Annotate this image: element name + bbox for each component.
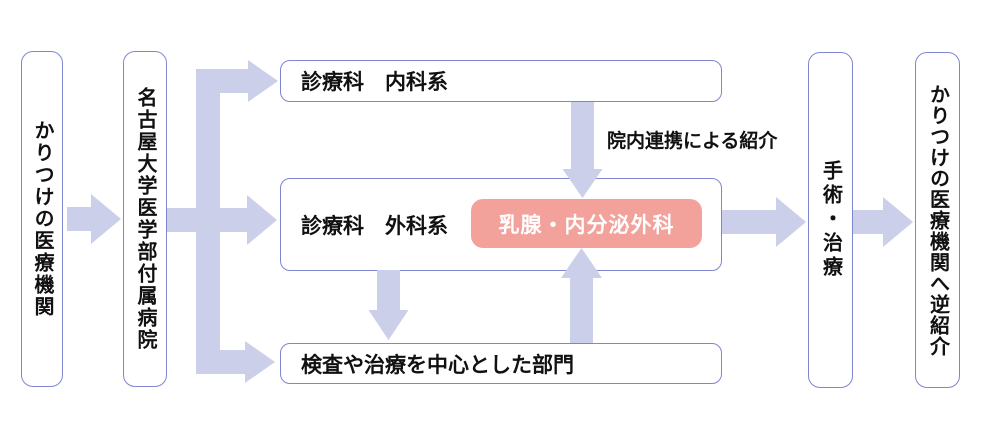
node-surgery-treatment-label: 手術・治療	[819, 160, 842, 280]
in-hospital-referral-label: 院内連携による紹介	[607, 131, 778, 152]
node-exam-treatment-dept-label: 検査や治療を中心とした部門	[301, 353, 574, 377]
node-home-clinic-label: かりつけの医療機関	[31, 120, 53, 318]
node-surgical-dept-label: 診療科 外科系	[301, 214, 448, 238]
arrow-surgical-to-exam	[368, 270, 409, 340]
node-reverse-referral: かりつけの医療機関へ逆紹介	[915, 52, 960, 388]
node-surgical-dept: 診療科 外科系 乳腺・内分泌外科	[280, 178, 722, 271]
node-internal-dept-label: 診療科 内科系	[301, 71, 448, 94]
arrow-hospital-branch-trunk	[196, 69, 220, 374]
node-internal-dept: 診療科 内科系	[280, 60, 722, 102]
arrow-surgery-to-reverse	[853, 197, 913, 247]
node-home-clinic: かりつけの医療機関	[21, 51, 63, 387]
node-hospital-label: 名古屋大学医学部付属病院	[134, 87, 156, 351]
node-reverse-referral-label: かりつけの医療機関へ逆紹介	[926, 83, 949, 357]
node-hospital: 名古屋大学医学部付属病院	[123, 51, 167, 387]
arrow-home-to-hospital	[67, 194, 121, 244]
node-surgery-treatment: 手術・治療	[808, 52, 853, 388]
arrow-surgical-to-surgery	[722, 197, 806, 247]
arrow-branch-to-surgical	[167, 195, 277, 245]
node-breast-endocrine-label: 乳腺・内分泌外科	[498, 213, 675, 237]
arrow-branch-to-internal	[196, 60, 278, 102]
node-breast-endocrine: 乳腺・内分泌外科	[471, 199, 702, 248]
node-exam-treatment-dept: 検査や治療を中心とした部門	[280, 343, 722, 384]
arrow-branch-to-exam	[196, 341, 275, 383]
